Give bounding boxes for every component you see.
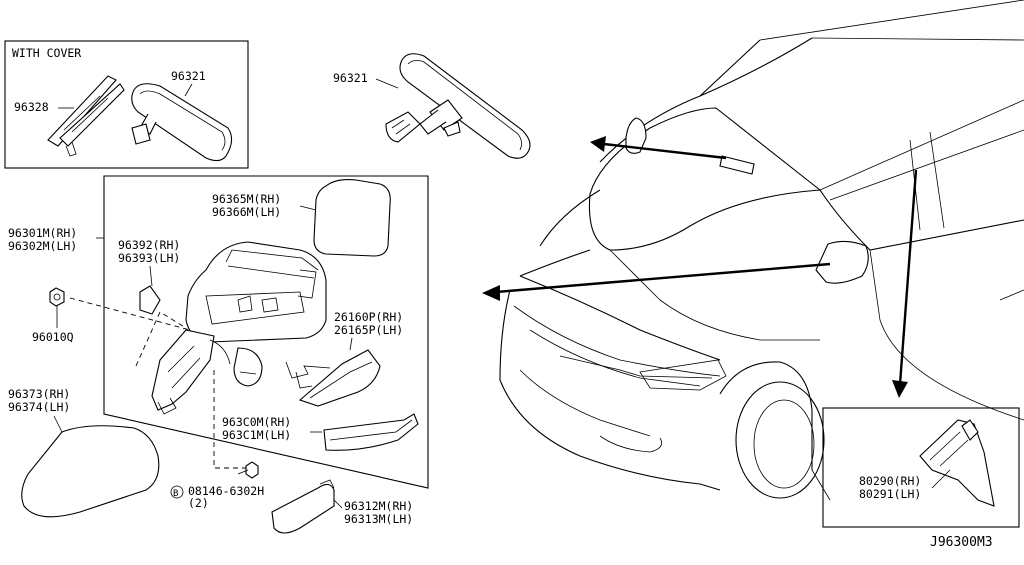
label-963C0M: 963C0M(RH): [222, 415, 291, 429]
label-96302M: 96302M(LH): [8, 239, 77, 253]
label-bolt: 08146-6302H: [188, 484, 264, 498]
label-96312M: 96312M(RH): [344, 499, 413, 513]
arrowhead-pillar-cover: [892, 380, 908, 398]
label-96301M: 96301M(RH): [8, 226, 77, 240]
mirror-glass-drawing: [313, 179, 391, 257]
label-96313M: 96313M(LH): [344, 512, 413, 526]
cap-96392-drawing: [139, 285, 161, 315]
leader-96373: [53, 415, 63, 433]
label-963C1M: 963C1M(LH): [222, 428, 291, 442]
lower-cover-detail: [329, 419, 413, 441]
bolt-symbol: B: [173, 489, 178, 499]
label-96374: 96374(LH): [8, 400, 70, 414]
label-96392: 96392(RH): [118, 238, 180, 252]
leader-96321-cover: [184, 83, 193, 97]
puddle-cover-drawing: [271, 483, 335, 534]
pillar-cover-drawing: [919, 419, 995, 507]
arrow-rearview: [603, 142, 727, 160]
vehicle-drawing: [499, 0, 1024, 501]
leader-80290: [931, 469, 951, 489]
label-96366M: 96366M(LH): [212, 205, 281, 219]
label-96373: 96373(RH): [8, 387, 70, 401]
arrowhead-rearview: [590, 136, 606, 152]
arrow-door-mirror: [495, 262, 831, 294]
label-bolt-qty: (2): [188, 496, 209, 510]
leader-26160P: [349, 337, 353, 351]
rearview-mirror-drawing: [385, 53, 531, 159]
inset-cover-frame: [4, 40, 249, 169]
cover-clip-drawing: [47, 75, 125, 157]
lower-cover-drawing: [323, 413, 419, 451]
bolt-drawing: [245, 461, 259, 479]
label-96321-cover: 96321: [171, 69, 206, 83]
arrow-pillar-cover: [898, 169, 918, 385]
skull-cap-drawing: [21, 425, 160, 518]
nut-hole: [53, 293, 61, 301]
label-80291: 80291(LH): [859, 487, 921, 501]
dash-cap-to-base: [135, 311, 187, 367]
label-80290: 80290(RH): [859, 474, 921, 488]
leader-96321: [375, 78, 399, 89]
dash-nut-to-base: [69, 297, 191, 331]
puddle-cover-detail: [319, 479, 335, 489]
inset-pillar-frame: [822, 407, 1020, 528]
inset-pillar-cover: 80290(RH) 80291(LH): [822, 407, 1020, 528]
diagram-code: J96300M3: [930, 535, 993, 550]
label-96010Q: 96010Q: [32, 330, 74, 344]
label-96365M: 96365M(RH): [212, 192, 281, 206]
dash-bolt: [213, 370, 248, 469]
rearview-mirror-group: 96321: [333, 53, 531, 159]
door-mirror-frame: [103, 175, 429, 489]
label-96393: 96393(LH): [118, 251, 180, 265]
pointer-arrows: [482, 136, 918, 398]
turn-signal-lamp-drawing: [285, 349, 381, 407]
bolt-symbol-circle: [170, 485, 184, 499]
label-26165P: 26165P(LH): [334, 323, 403, 337]
bolt-shank: [237, 469, 249, 475]
label-96321: 96321: [333, 71, 368, 85]
mirror-housing-drawing: [185, 241, 327, 343]
door-mirror-group: 96301M(RH) 96302M(LH) 96365M(RH) 96366M(…: [8, 175, 429, 534]
leader-96392: [149, 265, 153, 287]
label-96328: 96328: [14, 100, 49, 114]
mirror-with-cover-drawing: [131, 83, 233, 162]
leader-96312M: [333, 499, 343, 509]
label-26160P: 26160P(RH): [334, 310, 403, 324]
mirror-base-drawing: [151, 329, 263, 415]
nut-96010Q-drawing: [49, 287, 65, 307]
arrowhead-door-mirror: [482, 285, 500, 301]
inset-cover-title: WITH COVER: [12, 46, 81, 60]
inset-with-cover: WITH COVER 96328 96321: [4, 40, 249, 169]
leader-96365M: [299, 205, 317, 211]
